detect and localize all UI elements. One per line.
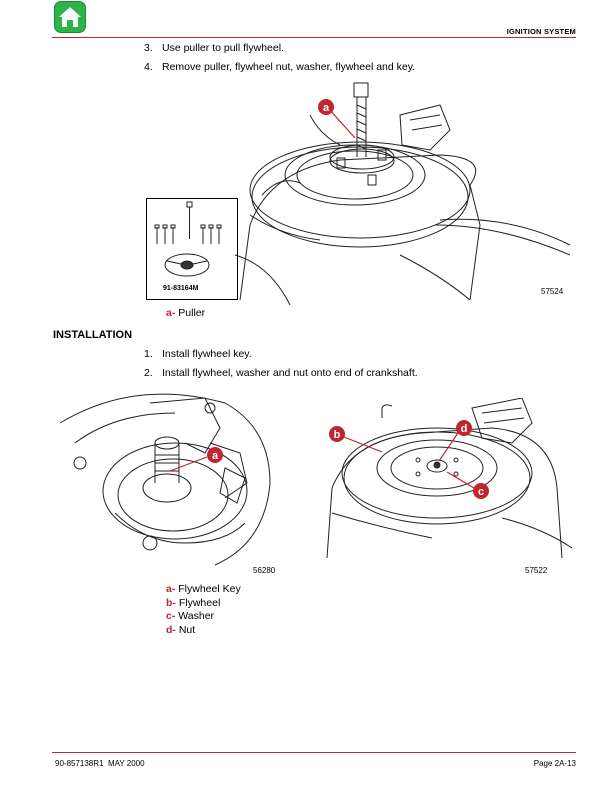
install-step-1: 1. Install flywheel key. — [144, 348, 252, 361]
step-number: 1. — [144, 348, 153, 360]
figure-number-bottom-left: 56280 — [253, 566, 276, 575]
callout-marker — [473, 483, 489, 499]
legend-item: b- Flywheel — [166, 597, 241, 611]
step-number: 2. — [144, 367, 153, 379]
legend-separator: - — [172, 623, 176, 636]
legend-top-item: a- Puller — [166, 307, 205, 321]
legend-bottom: a- Flywheel Key b- Flywheel c- Washer d-… — [166, 583, 241, 637]
step-number: 4. — [144, 61, 153, 73]
figure-number-top: 57524 — [541, 287, 564, 296]
callout-marker — [318, 99, 334, 115]
legend-label: Puller — [178, 307, 206, 319]
doc-date: MAY 2000 — [107, 759, 145, 768]
install-step-2: 2. Install flywheel, washer and nut onto … — [144, 367, 418, 380]
step-text: Remove puller, flywheel nut, washer, fly… — [162, 61, 416, 73]
legend-item: d- Nut — [166, 624, 241, 638]
step-text: Use puller to pull flywheel. — [162, 42, 284, 54]
step-4: 4. Remove puller, flywheel nut, washer, f… — [144, 61, 415, 74]
callout-letter: d — [461, 423, 468, 435]
legend-separator: - — [172, 596, 176, 609]
header-rule — [52, 37, 576, 38]
doc-number: 90-857138R1 — [55, 759, 104, 768]
tool-part-number: 91-83164M — [163, 285, 199, 292]
callout-marker — [329, 426, 345, 442]
callout-letter: c — [478, 486, 484, 498]
legend-key: a — [166, 583, 172, 595]
callout-marker — [456, 420, 472, 436]
legend-separator: - — [171, 307, 176, 319]
step-text: Install flywheel key. — [162, 348, 252, 360]
step-number: 3. — [144, 42, 153, 54]
puller-tool-icon — [154, 201, 222, 277]
callout-letter: a — [212, 450, 219, 462]
legend-label: Nut — [178, 623, 196, 636]
page-number: Page 2A-13 — [533, 759, 576, 768]
legend-separator: - — [171, 583, 176, 595]
footer-rule — [52, 752, 576, 753]
legend-item: c- Washer — [166, 610, 241, 624]
step-text: Install flywheel, washer and nut onto en… — [162, 367, 418, 379]
legend-key: b — [166, 596, 173, 609]
legend-label: Washer — [178, 610, 215, 622]
legend-key: c — [166, 610, 172, 622]
callout-marker — [207, 447, 223, 463]
legend-separator: - — [171, 610, 176, 622]
section-title: IGNITION SYSTEM — [506, 27, 576, 36]
crankshaft-key-illustration: a — [59, 393, 271, 566]
flywheel-puller-illustration: a — [234, 82, 571, 305]
callout-letter: a — [323, 102, 330, 114]
home-icon — [59, 7, 81, 27]
legend-key: d — [166, 623, 173, 636]
flywheel-installed-illustration: b d c — [326, 398, 573, 559]
home-button[interactable] — [55, 2, 85, 32]
legend-label: Flywheel Key — [178, 583, 241, 595]
legend-label: Flywheel — [178, 596, 221, 609]
legend-key: a — [166, 307, 172, 319]
legend-item: a- Flywheel Key — [166, 583, 241, 597]
tool-inset: 91-83164M — [146, 198, 238, 300]
figure-number-bottom-right: 57522 — [525, 566, 548, 575]
footer-doc-info: 90-857138R1 MAY 2000 — [55, 759, 145, 768]
installation-heading: INSTALLATION — [53, 329, 133, 341]
step-3: 3. Use puller to pull flywheel. — [144, 42, 284, 55]
callout-letter: b — [334, 429, 341, 441]
